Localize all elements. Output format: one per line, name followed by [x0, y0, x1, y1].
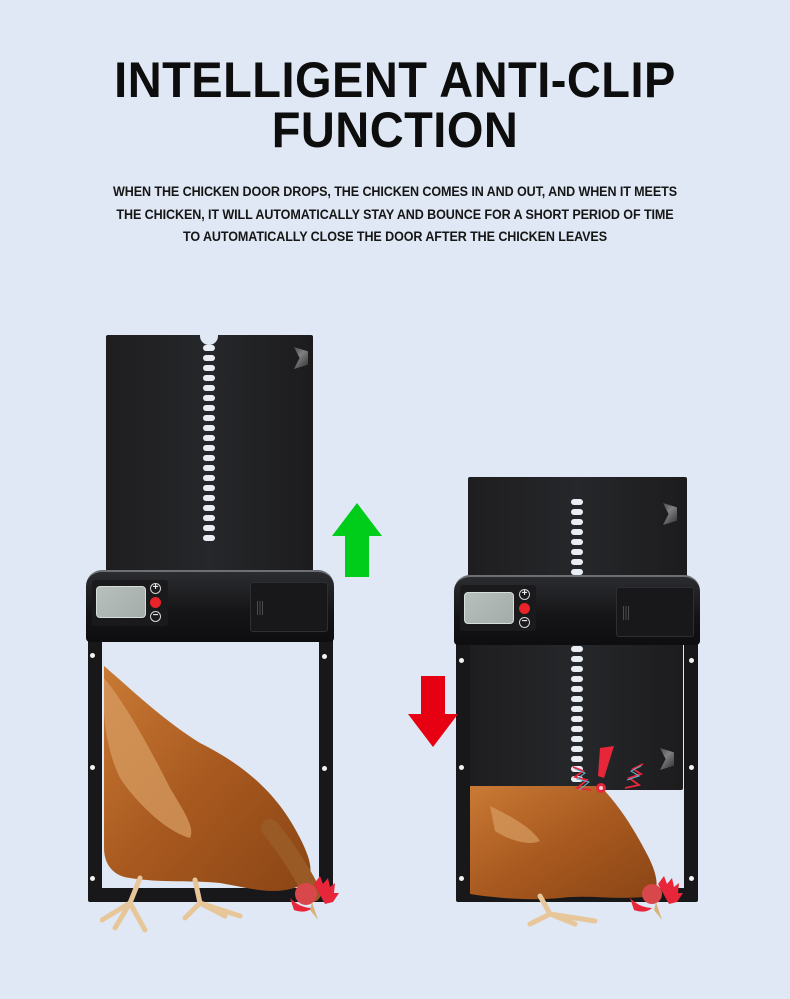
battery-cover[interactable]	[616, 587, 694, 637]
plus-button[interactable]: +	[150, 583, 161, 594]
screw	[689, 658, 694, 663]
screw	[90, 765, 95, 770]
door-stop-bracket	[663, 503, 677, 525]
control-housing: + −	[86, 570, 334, 642]
screw	[459, 658, 464, 663]
title-line-2: FUNCTION	[271, 102, 519, 158]
lcd-display	[464, 592, 514, 624]
screw	[90, 876, 95, 881]
page-title: INTELLIGENT ANTI-CLIP FUNCTION	[24, 55, 767, 155]
plus-button[interactable]: +	[519, 589, 530, 600]
power-button[interactable]	[519, 603, 530, 614]
sliding-door-panel	[106, 335, 313, 575]
screw	[322, 766, 327, 771]
screw	[689, 876, 694, 881]
chicken-image	[470, 786, 683, 927]
screw	[322, 654, 327, 659]
description-line-1: WHEN THE CHICKEN DOOR DROPS, THE CHICKEN…	[113, 184, 677, 199]
description-line-2: THE CHICKEN, IT WILL AUTOMATICALLY STAY …	[116, 206, 674, 222]
door-stop-bracket	[660, 748, 674, 770]
door-rack-slots	[571, 499, 583, 575]
power-button[interactable]	[150, 597, 161, 608]
battery-cover-grip	[623, 606, 629, 620]
minus-button[interactable]: −	[150, 611, 161, 622]
battery-cover[interactable]	[250, 582, 328, 632]
chicken-image	[100, 666, 339, 933]
description-line-3: TO AUTOMATICALLY CLOSE THE DOOR AFTER TH…	[182, 229, 608, 244]
screw	[689, 765, 694, 770]
title-line-1: INTELLIGENT ANTI-CLIP	[114, 52, 676, 108]
screw	[459, 765, 464, 770]
door-rack-slots	[203, 345, 215, 541]
arrow-down-icon	[408, 676, 458, 747]
alert-bounce-icon	[572, 746, 644, 793]
back-plate	[468, 477, 687, 587]
feature-description: WHEN THE CHICKEN DOOR DROPS, THE CHICKEN…	[65, 181, 725, 249]
screw	[90, 653, 95, 658]
screw	[459, 876, 464, 881]
lcd-display	[96, 586, 146, 618]
control-panel: + −	[460, 585, 536, 631]
minus-button[interactable]: −	[519, 617, 530, 628]
sliding-door-panel	[470, 640, 683, 790]
control-housing: + −	[454, 575, 700, 645]
door-stop-bracket	[294, 347, 308, 369]
arrow-up-icon	[332, 503, 382, 577]
control-panel: + −	[92, 580, 168, 626]
battery-cover-grip	[257, 601, 263, 615]
door-notch	[200, 335, 218, 345]
